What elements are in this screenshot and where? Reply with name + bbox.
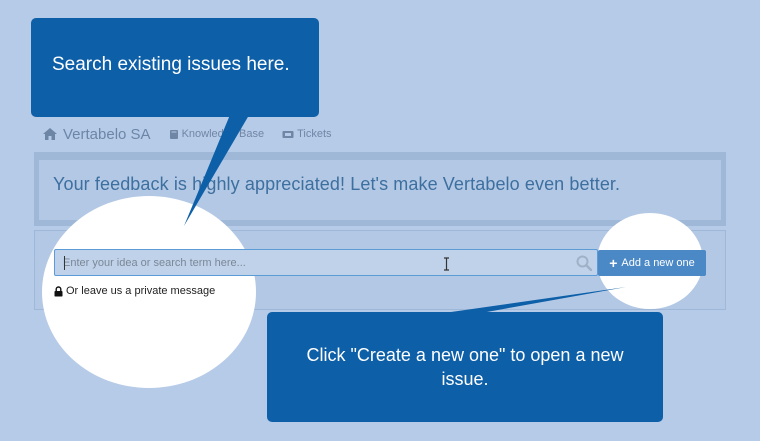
home-icon (43, 128, 57, 140)
search-icon[interactable] (576, 255, 592, 271)
nav-tickets-label: Tickets (297, 128, 332, 140)
feedback-banner: Your feedback is highly appreciated! Let… (34, 152, 726, 226)
book-icon (169, 129, 178, 139)
plus-icon: + (609, 255, 618, 271)
search-box[interactable] (54, 249, 598, 276)
ticket-icon (282, 130, 294, 138)
add-new-button-label: Add a new one (621, 257, 695, 269)
brand-name: Vertabelo SA (63, 125, 151, 143)
banner-text: Your feedback is highly appreciated! Let… (53, 174, 621, 194)
lock-icon (54, 285, 63, 296)
create-tip-text: Click "Create a new one" to open a new i… (306, 345, 624, 389)
private-message-link[interactable]: Or leave us a private message (54, 285, 215, 297)
create-tip-callout: Click "Create a new one" to open a new i… (267, 312, 663, 422)
spotlight-search (42, 196, 256, 388)
i-beam-cursor-icon (444, 257, 449, 271)
nav-tickets[interactable]: Tickets (282, 128, 332, 140)
add-new-button[interactable]: + Add a new one (598, 250, 706, 276)
search-tip-text: Search existing issues here. (52, 54, 290, 75)
search-callout-pointer (184, 110, 252, 226)
create-callout-pointer (430, 287, 626, 315)
search-tip-callout: Search existing issues here. (31, 18, 319, 117)
private-message-label: Or leave us a private message (66, 285, 216, 297)
search-input[interactable] (63, 255, 553, 271)
brand-link[interactable]: Vertabelo SA (42, 126, 151, 143)
text-caret (64, 256, 65, 270)
